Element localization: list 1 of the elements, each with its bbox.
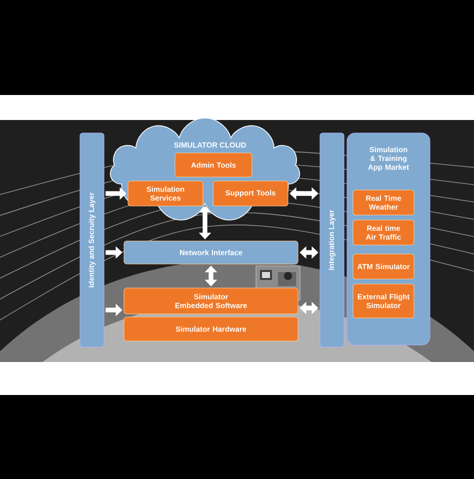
block-arrow <box>198 206 212 240</box>
